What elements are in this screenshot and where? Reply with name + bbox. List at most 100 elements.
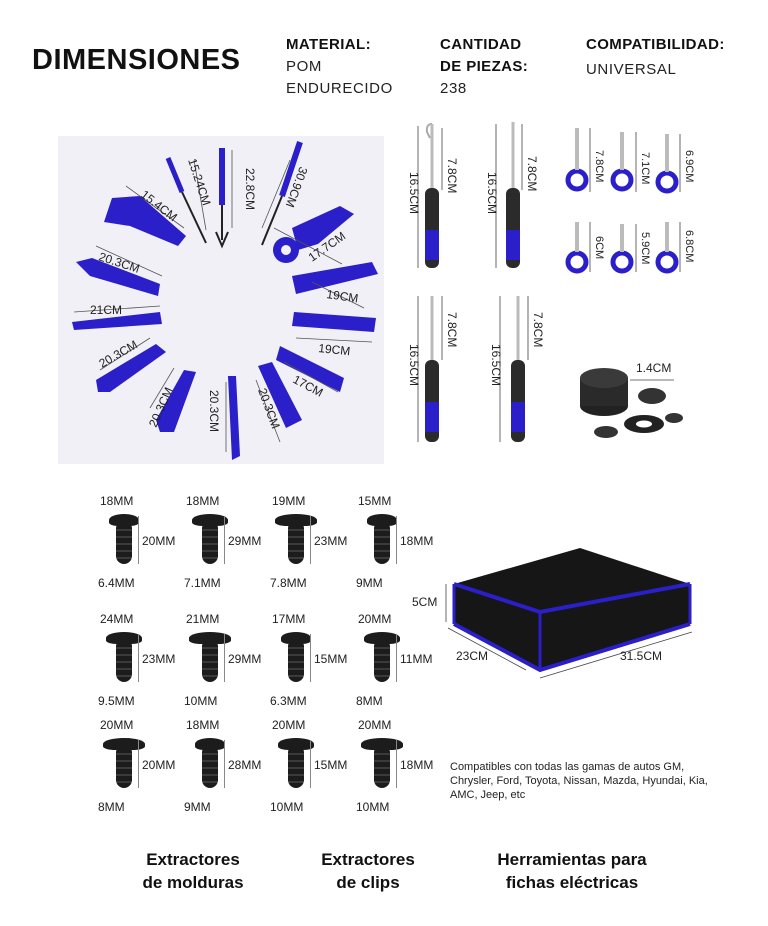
page-title: DIMENSIONES [32, 44, 241, 76]
clip-bottom-size: 9MM [356, 576, 383, 590]
pick-length-1: 16.5CM [407, 172, 421, 214]
clip-body-icon [374, 748, 390, 788]
clip-bottom-size: 10MM [356, 800, 390, 814]
clip-bottom-size: 8MM [98, 800, 125, 814]
clip-bottom-size: 7.1MM [184, 576, 221, 590]
material-spec: MATERIAL: POM ENDURECIDO [286, 34, 393, 100]
clip-top-size: 20MM [272, 718, 306, 732]
clip-bottom-size: 6.4MM [98, 576, 135, 590]
washer-size-label: 1.4CM [636, 361, 671, 375]
clip-top-size: 15MM [358, 494, 392, 508]
clip-head-icon [275, 514, 317, 526]
clip-bottom-size: 7.8MM [270, 576, 307, 590]
clip-side-size: 18MM [400, 758, 434, 772]
clip-bottom-size: 9.5MM [98, 694, 135, 708]
pick-tip-4: 7.8CM [531, 312, 545, 347]
terminal-tool-icons [565, 168, 679, 274]
clip-bottom-size: 10MM [184, 694, 218, 708]
clip-side-size: 20MM [142, 534, 176, 548]
clip-top-size: 18MM [100, 494, 134, 508]
terminal-label-4: 5.9CM [639, 232, 651, 264]
clip-side-size: 29MM [228, 652, 262, 666]
clip-item: 15MM 18MM 9MM [344, 492, 434, 592]
clip-body-icon [374, 524, 390, 564]
trim-label-7: 21CM [90, 303, 122, 317]
clip-head-icon [361, 738, 403, 750]
bent-pick-icon [425, 296, 439, 442]
pick-tip-2: 7.8CM [525, 156, 539, 191]
case-height-label: 5CM [412, 595, 437, 609]
clip-top-size: 20MM [358, 612, 392, 626]
compatibility-text: Compatibles con todas las gamas de autos… [450, 761, 708, 801]
straight-pick-icon [506, 122, 520, 268]
clip-body-icon [116, 642, 132, 682]
clip-top-size: 24MM [100, 612, 134, 626]
clip-body-icon [288, 748, 304, 788]
trim-label-8: 19CM [318, 341, 351, 358]
clip-side-size: 15MM [314, 652, 348, 666]
terminal-label-3: 6CM [593, 236, 605, 259]
clip-side-size: 23MM [142, 652, 176, 666]
clip-top-size: 20MM [100, 718, 134, 732]
clip-item: 18MM 29MM 7.1MM [172, 492, 262, 592]
clip-head-icon [278, 738, 314, 750]
caption-trim-line1: Extractores [146, 850, 240, 869]
clip-body-icon [202, 524, 218, 564]
caption-trim-tools: Extractores de molduras [120, 848, 266, 894]
clip-top-size: 17MM [272, 612, 306, 626]
storage-case-icon [452, 548, 692, 673]
clip-body-icon [288, 642, 304, 682]
clip-top-size: 18MM [186, 718, 220, 732]
clip-side-size: 23MM [314, 534, 348, 548]
clip-head-icon [189, 632, 231, 644]
quantity-value: 238 [440, 80, 467, 97]
caption-clip-line1: Extractores [321, 850, 415, 869]
case-depth-label: 23CM [456, 649, 488, 663]
clip-side-size: 18MM [400, 534, 434, 548]
pick-tip-3: 7.8CM [445, 312, 459, 347]
pick-length-2: 16.5CM [485, 172, 499, 214]
clip-body-icon [374, 642, 390, 682]
clip-head-icon [109, 514, 139, 526]
compat-label: COMPATIBILIDAD: [586, 36, 725, 53]
quantity-spec: CANTIDAD DE PIEZAS: 238 [440, 34, 528, 100]
clip-side-size: 29MM [228, 534, 262, 548]
material-label: MATERIAL: [286, 36, 371, 53]
material-value-line1: POM [286, 58, 322, 75]
hook-screwdriver-icon [261, 141, 303, 246]
quantity-label-line2: DE PIEZAS: [440, 58, 529, 75]
clip-top-size: 18MM [186, 494, 220, 508]
pick-length-4: 16.5CM [489, 344, 503, 386]
angled-pick-icon [511, 296, 525, 442]
clip-top-size: 21MM [186, 612, 220, 626]
compat-value: UNIVERSAL [586, 61, 677, 78]
clip-top-size: 19MM [272, 494, 306, 508]
quantity-label-line1: CANTIDAD [440, 36, 522, 53]
screwdriver-icon [165, 157, 207, 244]
clip-head-icon [281, 632, 311, 644]
clip-head-icon [195, 738, 225, 750]
clip-side-size: 15MM [314, 758, 348, 772]
caption-trim-line2: de molduras [142, 873, 244, 892]
hook-pick-icon [425, 123, 439, 268]
clip-body-icon [288, 524, 304, 564]
caption-clip-tools: Extractores de clips [300, 848, 436, 894]
clip-bottom-size: 8MM [356, 694, 383, 708]
trim-label-6: 19CM [326, 287, 360, 305]
case-width-label: 31.5CM [620, 649, 662, 663]
clip-head-icon [192, 514, 228, 526]
pick-tip-1: 7.8CM [445, 158, 459, 193]
caption-clip-line2: de clips [336, 873, 400, 892]
trim-label-12: 20.3CM [207, 390, 221, 432]
clip-body-icon [202, 748, 218, 788]
clip-head-icon [364, 632, 400, 644]
washer-stack-icon [580, 368, 683, 438]
